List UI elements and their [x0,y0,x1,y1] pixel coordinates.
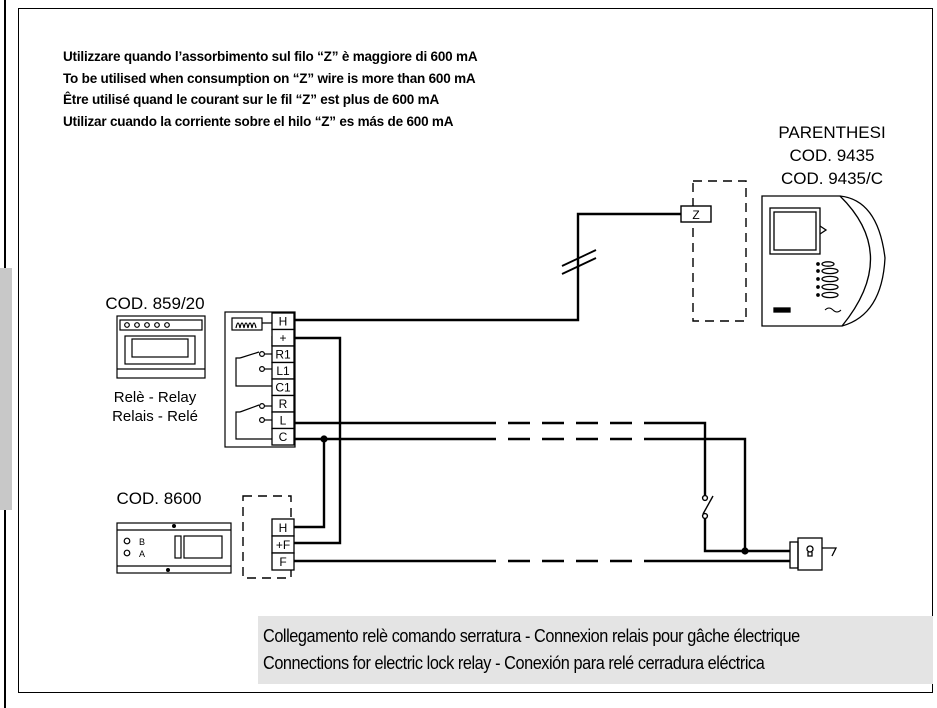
relay-code: COD. 859/20 [105,294,204,313]
caption-line-2: Connections for electric lock relay - Co… [263,652,765,673]
relay-terminal-label-6: L [280,414,287,428]
diagram-frame [18,8,933,693]
usage-notes: Utilizzare quando l’assorbimento sul fil… [63,46,478,132]
parenthesi-code-1: COD. 9435 [789,146,874,165]
break-mark-1 [561,257,597,275]
supply-terminal-label-1: +F [276,538,290,552]
junction-lock [741,547,749,555]
relay-terminal-box-7 [271,427,295,446]
wire-h-to-z [294,212,681,322]
supply-panel-label-b: B [139,537,145,547]
supply-panel-label-a: A [139,549,145,559]
relay-terminal-label-3: L1 [276,364,290,378]
relay-label-1: Relè - Relay [114,389,197,406]
junction-c [320,435,328,443]
supply-terminal-label-0: H [279,521,288,535]
relay-terminal-label-2: R1 [275,348,291,362]
note-english: To be utilised when consumption on “Z” w… [63,70,476,86]
supply-code: COD. 8600 [116,489,201,508]
supply-terminal-label-2: F [279,555,286,569]
relay-terminal-label-4: C1 [275,381,291,395]
relay-label-2: Relais - Relé [112,408,198,425]
note-french: Être utilisé quand le courant sur le fil… [63,92,439,107]
break-mark-2 [561,249,597,267]
parenthesi-dashed-box [692,180,747,322]
parenthesi-name: PARENTHESI [778,123,885,142]
relay-terminal-label-7: C [279,430,288,444]
relay-terminal-label-5: R [279,397,288,411]
electric-lock-icon [789,537,838,571]
parenthesi-code-2: COD. 9435/C [781,169,883,188]
note-italian: Utilizzare quando l’assorbimento sul fil… [63,49,478,64]
caption: Collegamento relè comando serratura - Co… [258,616,933,684]
supply-terminal-box-2 [271,552,295,571]
supply-module-icon [116,522,232,574]
relay-internals [224,311,296,448]
parenthesi-device [761,195,886,327]
relay-terminal-label-0: H [279,315,288,329]
supply-dashed-box [242,495,292,579]
note-spanish: Utilizar cuando la corriente sobre el hi… [63,113,454,129]
caption-line-1: Collegamento relè comando serratura - Co… [263,625,800,646]
terminal-z-label: Z [692,208,699,222]
relay-module-icon [116,315,206,379]
relay-wires [294,336,790,563]
push-button-switch [701,494,714,520]
supply-terminal-strip: H +F F [271,518,295,571]
relay-terminal-label-1: + [279,331,286,345]
page-edge-tab [0,268,12,510]
